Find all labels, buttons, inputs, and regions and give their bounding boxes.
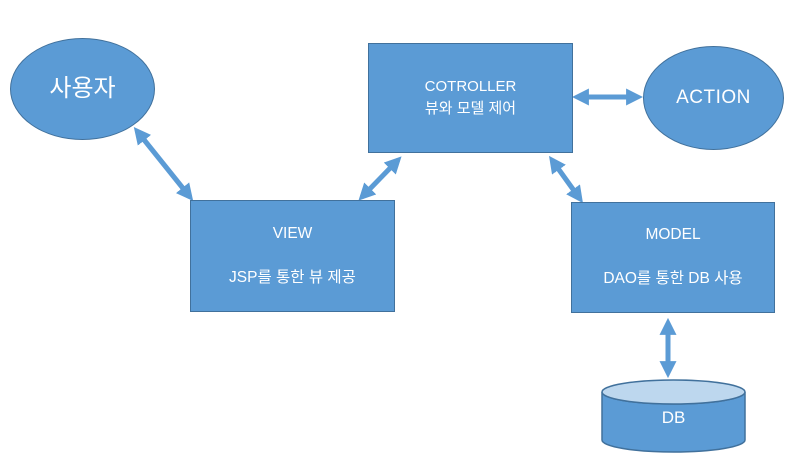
node-controller: COTROLLER 뷰와 모델 제어 — [368, 43, 573, 153]
node-action-label: ACTION — [676, 87, 751, 109]
node-model-title: MODEL — [645, 226, 701, 244]
node-db-cylinder — [601, 379, 746, 453]
node-controller-title: COTROLLER — [424, 77, 517, 95]
node-model: MODEL DAO를 통한 DB 사용 — [571, 202, 775, 313]
node-model-subtitle: DAO를 통한 DB 사용 — [603, 270, 743, 287]
node-action: ACTION — [643, 46, 784, 150]
arrow-controller-model — [549, 155, 583, 204]
arrow-user-view — [133, 127, 194, 201]
node-view-title: VIEW — [272, 224, 313, 242]
db-cylinder-top — [601, 379, 746, 405]
node-user: 사용자 — [10, 38, 155, 140]
arrow-view-controller — [358, 156, 402, 201]
node-view: VIEW JSP를 통한 뷰 제공 — [190, 200, 395, 312]
node-db-label: DB — [661, 408, 686, 427]
node-view-subtitle: JSP를 통한 뷰 제공 — [229, 268, 356, 286]
node-user-label: 사용자 — [49, 74, 116, 102]
node-controller-subtitle: 뷰와 모델 제어 — [424, 100, 517, 117]
